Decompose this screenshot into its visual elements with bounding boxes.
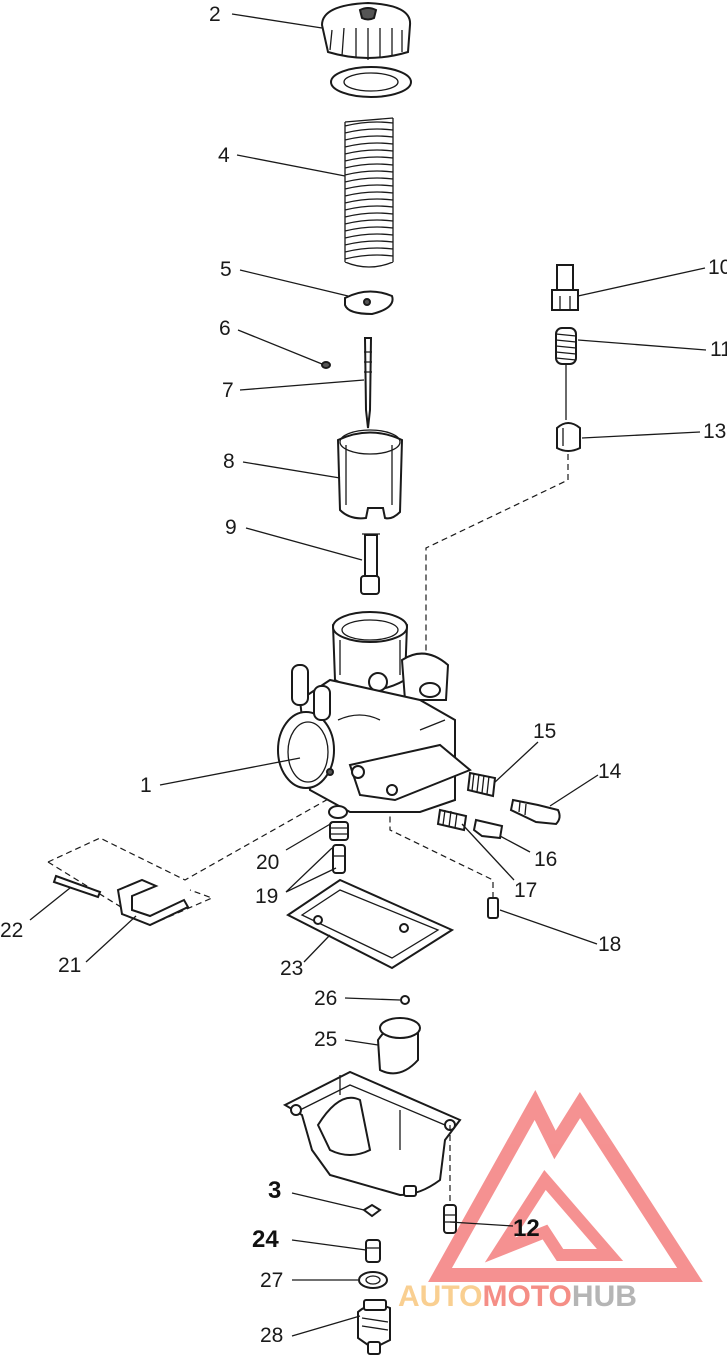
leader-15 [493,741,539,784]
callout-18: 18 [598,933,621,956]
watermark: AUTOMOTOHUB [398,1280,637,1313]
callout-21: 21 [58,954,81,977]
callout-8: 8 [223,450,235,473]
part-12-bowl-screw [443,1125,457,1234]
leader-19 [285,847,337,893]
part-23-gasket [286,878,455,970]
part-28-drain-plug [357,1299,391,1355]
callout-1: 1 [140,774,152,797]
part-4-spring [344,117,394,268]
cap-washer [330,66,412,98]
leader-26 [344,997,401,1001]
leader-25 [344,1039,379,1046]
part-17-spring [436,808,468,832]
part-24-nut [365,1239,381,1263]
float-bowl [282,1070,462,1197]
callout-9: 9 [225,516,237,539]
leader-9 [245,527,363,561]
callout-7: 7 [222,379,234,402]
leader-17 [461,823,515,881]
leader-12 [449,1221,514,1227]
callout-25: 25 [314,1028,337,1051]
leader-3 [291,1192,365,1211]
leader-20 [285,822,333,851]
watermark-hub: HUB [572,1280,637,1313]
callout-23: 23 [280,957,303,980]
watermark-logo [428,1090,703,1282]
callout-16: 16 [534,848,557,871]
leader-5 [239,269,349,297]
leader-22 [29,887,71,921]
callout-10: 10 [708,256,727,279]
leader-lines [29,13,707,1337]
callout-11: 11 [710,338,727,361]
part-10-choke-nut [551,264,579,311]
callout-27: 27 [260,1269,283,1292]
part-27-o-ring [358,1271,388,1289]
callout-6: 6 [219,317,231,340]
part-3-washer [362,1203,382,1218]
leader-6 [237,329,323,365]
leader-14 [549,774,599,807]
part-19-main-jet [332,844,346,874]
part-6-clip [321,361,331,369]
callout-20: 20 [256,851,279,874]
part-9-needle-jet [360,533,380,595]
part-15-spring [466,771,497,798]
callout-22: 22 [0,919,23,942]
part-14-pilot-screw [509,798,561,826]
leader-8 [242,461,341,479]
callout-12: 12 [513,1215,540,1242]
leader-1 [159,757,301,786]
callout-17: 17 [514,879,537,902]
part-7-needle [363,337,373,429]
part-22-bracket-outline [47,797,331,926]
watermark-text: AUTOMOTOHUB [398,1280,637,1313]
callout-19: 19 [255,885,278,908]
part-16-stop-screw [472,818,504,840]
part-8-throttle-valve [336,429,404,520]
callout-26: 26 [314,987,337,1010]
leader-10 [577,267,706,297]
callout-4: 4 [218,144,230,167]
leader-23 [303,934,331,963]
callout-13: 13 [703,420,726,443]
watermark-auto: AUTO [398,1280,482,1313]
callout-24: 24 [252,1226,279,1253]
callout-3: 3 [268,1177,281,1204]
part-5-plate [344,290,394,316]
part-25-float [376,1017,421,1075]
leader-24 [291,1239,367,1251]
callout-labels: 2 4 5 6 7 8 9 10 11 13 1 15 14 16 17 18 … [0,3,727,1347]
part-2-cap [320,1,412,60]
leader-28 [291,1315,361,1337]
leader-13 [581,431,701,439]
choke-route-line [425,454,569,690]
callout-14: 14 [598,760,622,783]
leader-18 [499,909,598,945]
part-11-choke-spring [555,327,577,420]
leader-16 [499,835,531,853]
part-26-float-pin [400,995,410,1005]
callout-15: 15 [533,720,556,743]
callout-28: 28 [260,1324,283,1347]
part-20-pilot-jet [328,805,349,841]
leader-11 [577,339,707,351]
part-13-choke-plunger [556,422,581,452]
leader-4 [236,154,346,177]
leader-2 [231,13,323,29]
part-21-cable-clip [116,878,190,927]
callout-2: 2 [209,3,221,26]
leader-7 [239,379,365,391]
part-1-carburetor-body [277,611,472,813]
leader-21 [85,915,137,963]
callout-5: 5 [220,258,232,281]
watermark-moto: MOTO [482,1280,571,1313]
part-18-jet [389,812,499,919]
